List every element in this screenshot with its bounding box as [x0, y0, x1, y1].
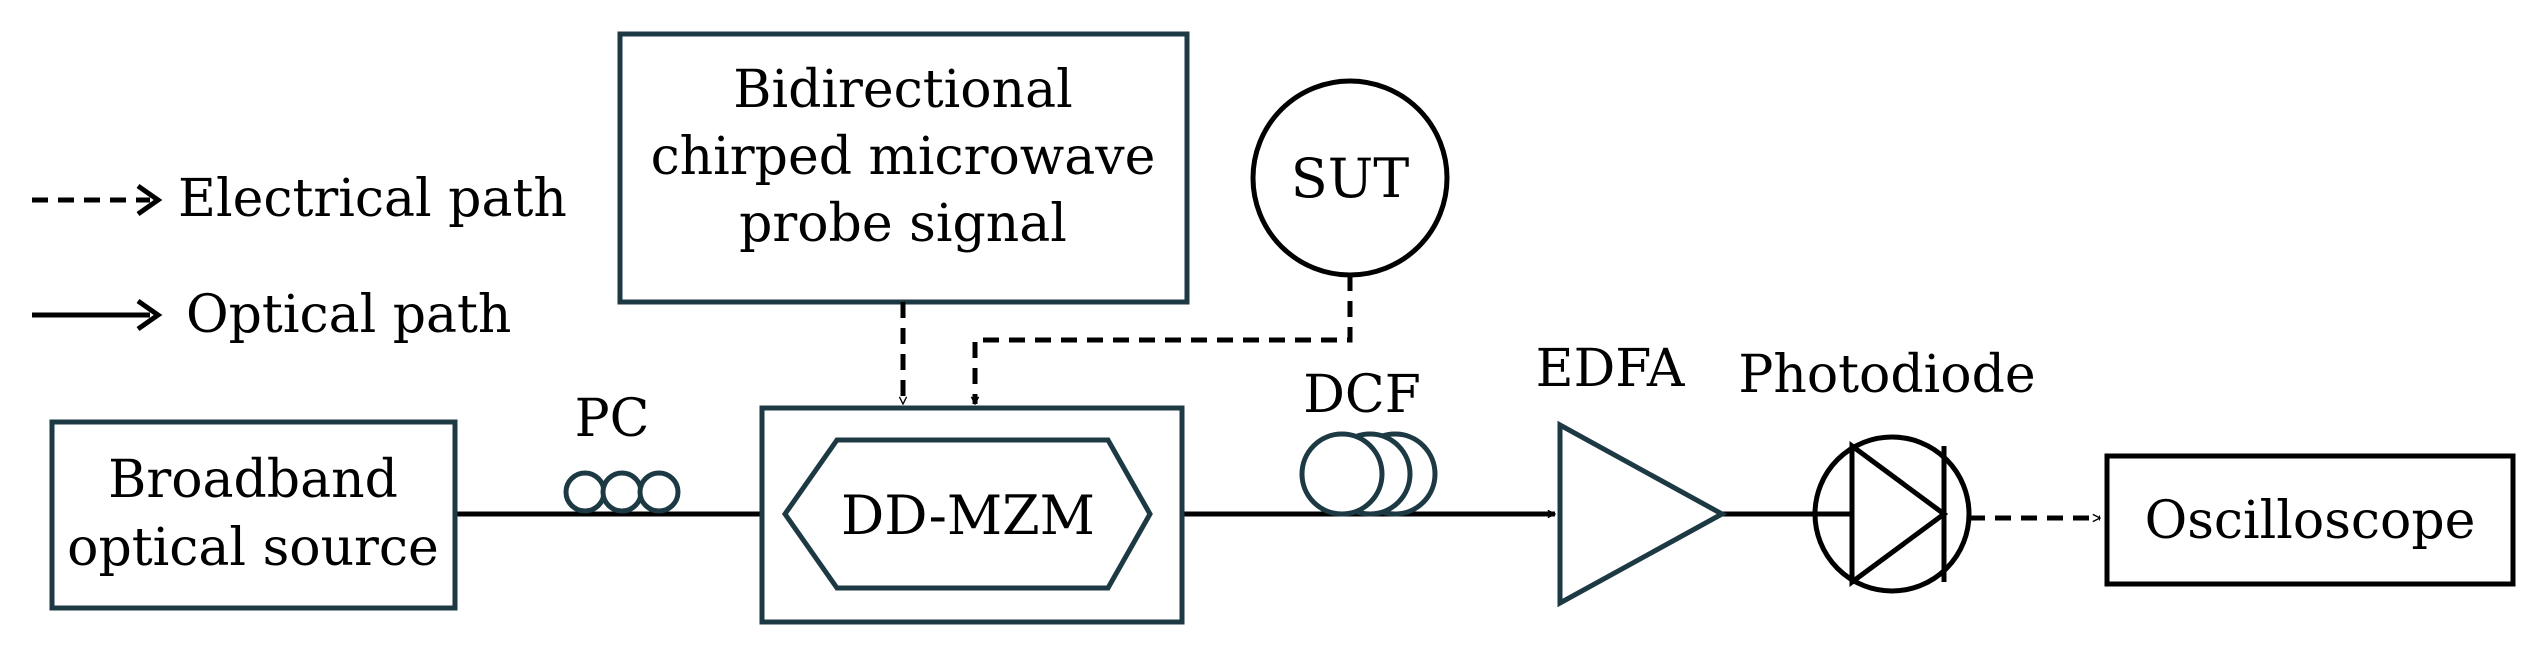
oscilloscope-label: Oscilloscope [2145, 491, 2476, 551]
dcf-label: DCF [1303, 365, 1421, 425]
sut-block: SUT [1250, 78, 1450, 278]
dcf-loop [1299, 431, 1385, 517]
electrical-path-legend-label: Electrical path [178, 169, 567, 229]
amplifier-triangle [1557, 420, 1728, 608]
source-label-line1: Broadband [108, 450, 398, 510]
optical-path-legend-arrowhead [136, 298, 163, 332]
pc-loop [563, 470, 607, 514]
dd-mzm-hexagon [781, 437, 1153, 591]
photodiode: Photodiode [1738, 345, 2036, 594]
probe-signal-block: Bidirectional chirped microwave probe si… [617, 31, 1190, 305]
dcf-coil: DCF [1299, 365, 1438, 517]
pc-loop [600, 470, 644, 514]
source-label-line2: optical source [67, 518, 439, 578]
dd-mzm-label: DD-MZM [841, 484, 1095, 547]
sut-label: SUT [1291, 147, 1410, 210]
pc-loop [637, 470, 681, 514]
electrical-path-legend-arrowhead [136, 183, 163, 217]
modulator-block: DD-MZM [759, 405, 1185, 625]
edfa-amplifier: EDFA [1536, 339, 1728, 608]
broadband-optical-source-block: Broadband optical source [49, 419, 458, 611]
pc-label: PC [575, 389, 650, 449]
legend: Electrical path Optical path [32, 169, 567, 345]
optical-path-legend-label: Optical path [186, 285, 511, 345]
probe-label-line3: probe signal [739, 194, 1067, 254]
electrical-link-sut-to-modulator [975, 275, 1353, 404]
probe-label-line2: chirped microwave [651, 127, 1156, 187]
probe-label-line1: Bidirectional [733, 60, 1072, 120]
edfa-label: EDFA [1536, 339, 1686, 399]
oscilloscope-block: Oscilloscope [2104, 453, 2516, 587]
polarization-controller: PC [563, 389, 681, 514]
photodiode-label: Photodiode [1738, 345, 2035, 405]
